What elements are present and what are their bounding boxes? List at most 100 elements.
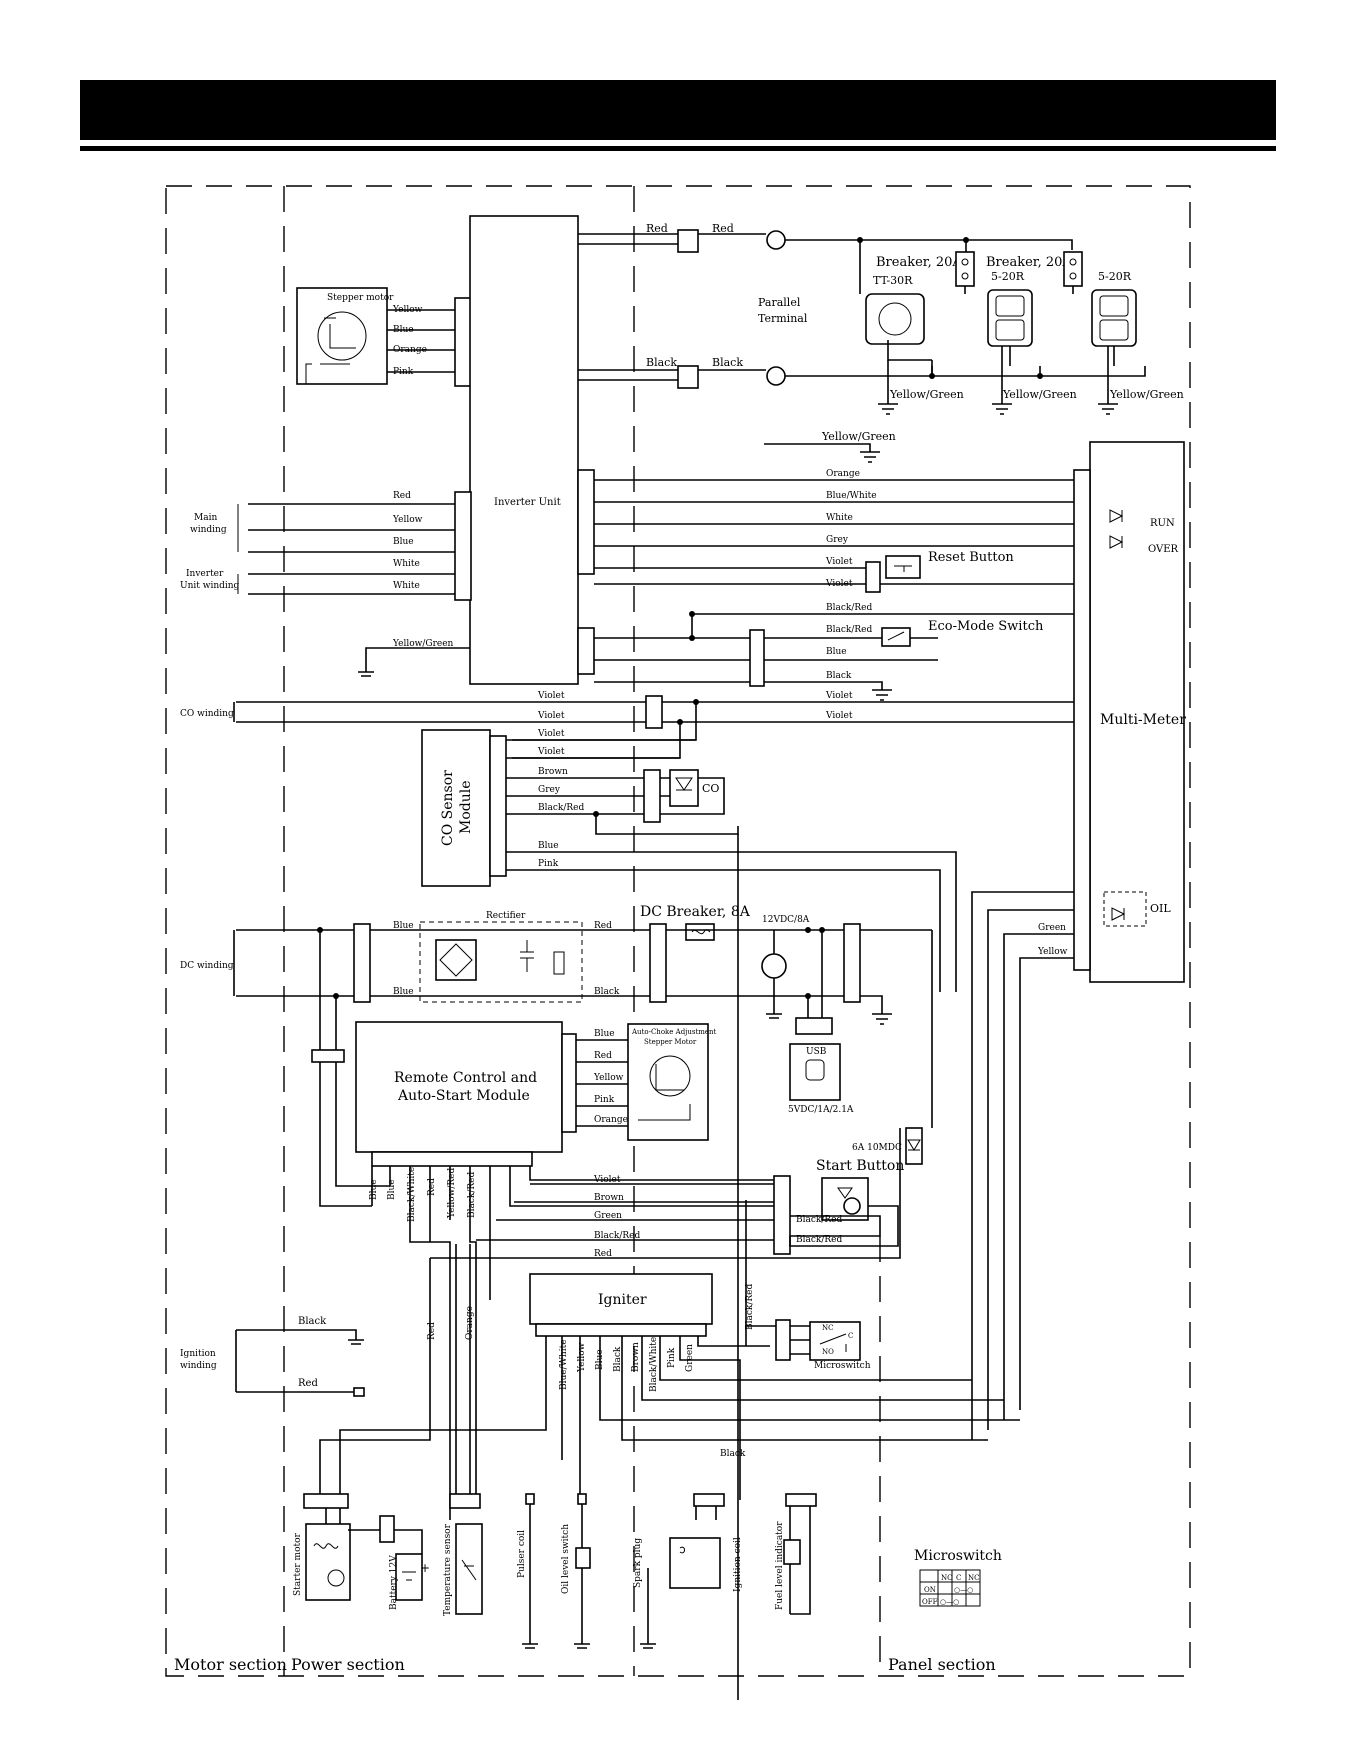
diode [905, 930, 933, 1165]
starter-motor-label: Starter motor [293, 1532, 303, 1596]
micro-table-off: OFF [922, 1598, 938, 1606]
remote-bottom-blue-2: Blue [387, 1179, 397, 1200]
top-ground-label: Yellow/Green [821, 430, 896, 443]
stepper-wire-orange: Orange [393, 345, 427, 355]
outlet-b [1091, 289, 1137, 366]
meter-wire-green: Green [1038, 923, 1066, 933]
dc-breaker [685, 923, 715, 941]
meter-wire-blue-white: Blue/White [826, 491, 877, 501]
breaker-2-label: Breaker, 20A [986, 255, 1072, 270]
start-button[interactable] [789, 1177, 899, 1247]
meter-wire-violet-2: Violet [825, 579, 853, 589]
co-module-blue: Blue [538, 841, 559, 851]
winding-wire-white-2: White [393, 581, 420, 591]
co-module-brown: Brown [538, 767, 568, 777]
meter-run-label: RUN [1150, 518, 1175, 529]
parallel-terminal-label-2: Terminal [758, 312, 808, 325]
battery [348, 1515, 423, 1601]
rectifier-label: Rectifier [486, 911, 526, 921]
usb-label: USB [806, 1047, 827, 1057]
remote-module [311, 927, 630, 1207]
vertical-wire-black-red: Black/Red [745, 1284, 755, 1330]
dc-winding-label: DC winding [180, 961, 234, 971]
co-violet-1: Violet [537, 691, 565, 701]
remote-bottom-black-red: Black/Red [467, 1172, 477, 1218]
out-wire-black-1: Black [646, 356, 677, 369]
remote-wire-yellow: Yellow [593, 1073, 624, 1083]
dc-winding [233, 923, 650, 1003]
meter-wire-black-red-2: Black/Red [826, 625, 872, 635]
outlet-b-label: 5-20R [1098, 270, 1132, 283]
outlet-a-label: 5-20R [991, 270, 1025, 283]
remote-wire-blue: Blue [594, 1029, 615, 1039]
meter-wire-black-red-1: Black/Red [826, 603, 872, 613]
igniter-microswitch [745, 1200, 861, 1361]
section-label-panel: Panel section [888, 1655, 996, 1674]
co-violet-4: Violet [825, 711, 853, 721]
parallel-terminal-label-1: Parallel [758, 296, 801, 309]
battery-label: Battery 12V [389, 1555, 399, 1610]
spark-plug [640, 1493, 725, 1649]
rectifier [419, 921, 583, 1003]
meter-wire-white: White [826, 513, 853, 523]
choke-stepper-label-1: Auto-Choke Adjustment [631, 1028, 717, 1036]
spark-plug-label: Spark plug [633, 1538, 643, 1588]
outlet-ground-1: Yellow/Green [889, 388, 964, 401]
igniter-wire-yellow: Yellow [577, 1342, 587, 1373]
meter-wire-black: Black [826, 671, 852, 681]
remote-bottom-black-white: Black/White [407, 1167, 417, 1222]
winding-wire-white-1: White [393, 559, 420, 569]
pulser-coil [522, 1493, 538, 1649]
remote-bottom-red: Red [427, 1178, 437, 1196]
co-sensor-label-1: CO Sensor [440, 770, 456, 846]
main-winding-label-2: winding [190, 525, 227, 535]
stepper-motor [296, 287, 388, 385]
reset-button[interactable] [885, 555, 921, 579]
starter-motor [303, 1258, 431, 1601]
meter-lower-wires [737, 834, 1074, 1700]
microswitch-title: Microswitch [914, 1548, 1002, 1564]
vertical-wire-black: Black [720, 1449, 746, 1459]
igniter-wire-blue: Blue [595, 1349, 605, 1370]
out-wire-red-1: Red [646, 222, 668, 235]
oil-level-switch [574, 1493, 591, 1649]
eco-switch-label: Eco-Mode Switch [928, 619, 1044, 634]
igniter-box [529, 1273, 713, 1325]
diode-rating-label: 6A 10MDC [852, 1143, 902, 1153]
outlet-ground-2: Yellow/Green [1002, 388, 1077, 401]
section-label-power: Power section [291, 1655, 405, 1674]
co-violet-2: Violet [537, 711, 565, 721]
ignition-winding-label-1: Ignition [180, 1349, 216, 1359]
meter-leds [1103, 509, 1147, 927]
remote-module-label-2: Auto-Start Module [397, 1088, 530, 1104]
meter-wire-violet-1: Violet [825, 557, 853, 567]
eco-mode-switch[interactable] [881, 627, 911, 647]
inverter-meter-wires [577, 469, 1074, 701]
outlet-12v-label: 12VDC/8A [762, 915, 810, 925]
breaker-2 [1063, 251, 1083, 294]
stepper-wire-pink: Pink [393, 367, 414, 377]
dc-wire-blue-2: Blue [393, 987, 414, 997]
outlet-ground-3: Yellow/Green [1109, 388, 1184, 401]
dc-outlet-12v [666, 923, 932, 1025]
stepper-wire-yellow: Yellow [392, 305, 423, 315]
ignition-wire-black: Black [298, 1316, 327, 1327]
micro-table-on-c: ○—○ [954, 1586, 973, 1594]
dc-wire-blue-1: Blue [393, 921, 414, 931]
co-sensor-module-box [421, 729, 491, 887]
inverter-winding-label-1: Inverter [186, 569, 224, 579]
vertical-wire-red: Red [427, 1322, 437, 1340]
header-rule [80, 146, 1276, 151]
choke-stepper-label-2: Stepper Motor [644, 1038, 697, 1046]
pulser-coil-label: Pulser coil [517, 1530, 527, 1578]
co-module-wires [489, 735, 957, 992]
meter-wire-grey: Grey [826, 535, 849, 545]
out-wire-red-2: Red [712, 222, 734, 235]
reset-button-label: Reset Button [928, 550, 1014, 565]
co-winding [233, 695, 1074, 759]
igniter-wire-green: Green [685, 1344, 695, 1372]
tt30r-label: TT-30R [873, 274, 913, 287]
meter-over-label: OVER [1148, 544, 1179, 555]
outlet-grounds [878, 346, 1118, 415]
